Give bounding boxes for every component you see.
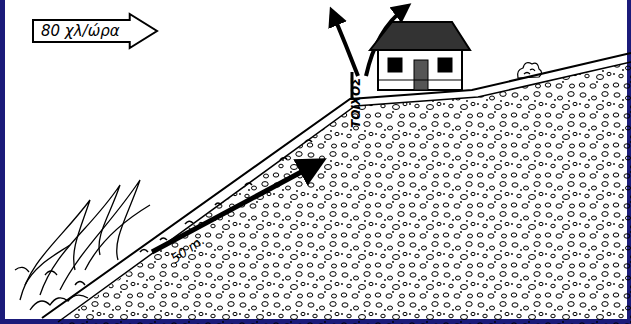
wind-arrow-box: 80 χλ/ώρα: [33, 14, 157, 48]
wind-arrow: [152, 163, 318, 252]
burning-debris: [140, 140, 312, 252]
house: [370, 22, 470, 90]
arrow-outline-shape: [33, 14, 157, 48]
annotation-label: ΤΟΙΧΟΣ: [349, 77, 363, 128]
flames: [15, 180, 150, 310]
shrub: [518, 63, 542, 78]
hill-body: [58, 62, 631, 324]
speed-text: 80 χλ/ώρα: [33, 22, 120, 40]
slope-edge: [58, 62, 631, 322]
ground-surface: [42, 53, 631, 318]
rising-arrow: [333, 14, 358, 76]
